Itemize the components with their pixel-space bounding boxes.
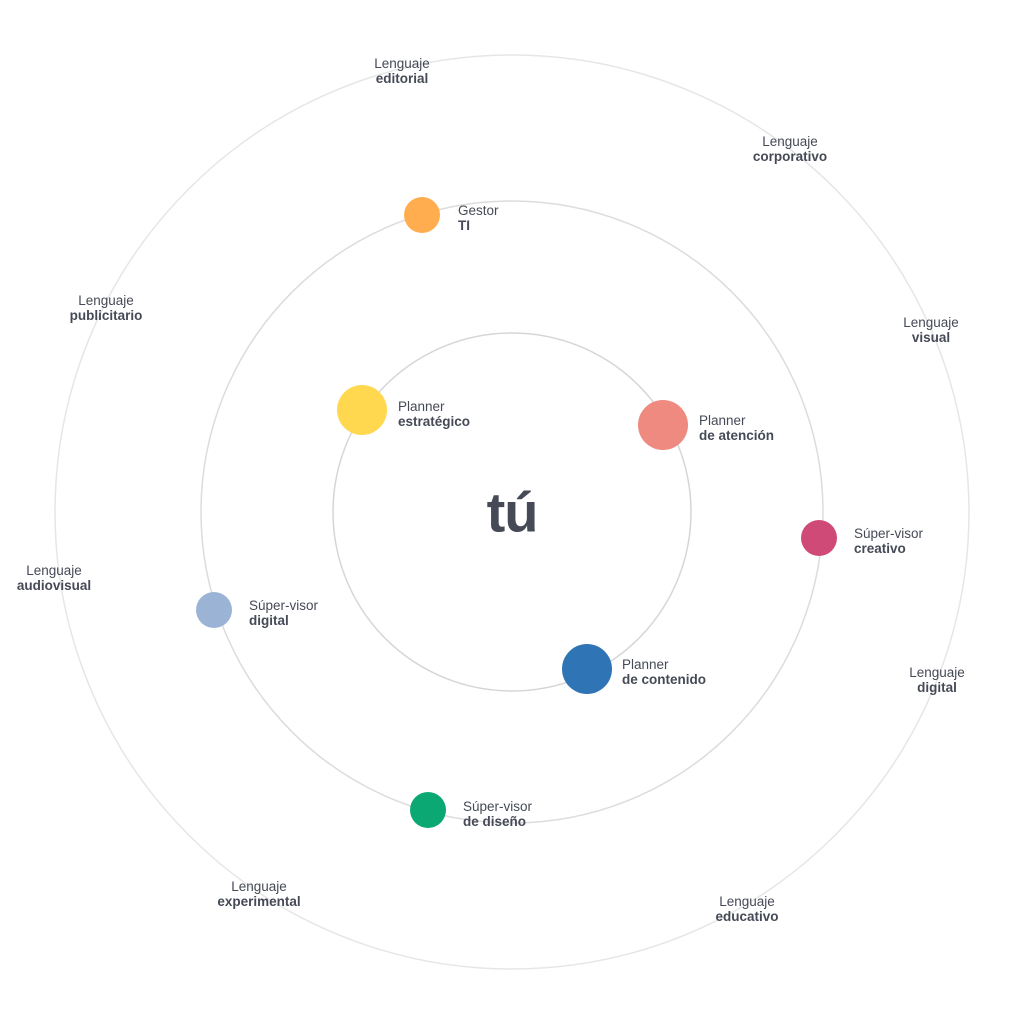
role-line1: Gestor xyxy=(458,203,499,218)
language-line2: educativo xyxy=(715,909,779,924)
role-line1: Súper-visor xyxy=(249,598,319,613)
role-dot xyxy=(337,385,387,435)
language-line1: Lenguaje xyxy=(719,894,775,909)
inner-ring xyxy=(332,332,692,692)
role-line2: de diseño xyxy=(463,814,527,829)
role-line2: de contenido xyxy=(622,672,706,687)
language-line2: publicitario xyxy=(69,308,143,323)
language-line1: Lenguaje xyxy=(231,879,287,894)
role-dot xyxy=(196,592,232,628)
role-dot xyxy=(801,520,837,556)
role-line1: Planner xyxy=(622,657,669,672)
language-line1: Lenguaje xyxy=(78,293,134,308)
role-line2: TI xyxy=(458,218,470,233)
language-line1: Lenguaje xyxy=(762,134,818,149)
role-line2: digital xyxy=(249,613,289,628)
language-line2: editorial xyxy=(375,71,429,86)
role-line2: de atención xyxy=(699,428,775,443)
role-line2: estratégico xyxy=(398,414,471,429)
language-line2: corporativo xyxy=(752,149,828,164)
role-line1: Súper-visor xyxy=(854,526,924,541)
language-line2: visual xyxy=(911,330,951,345)
language-line1: Lenguaje xyxy=(374,56,430,71)
role-dot xyxy=(404,197,440,233)
role-line1: Súper-visor xyxy=(463,799,533,814)
role-dot xyxy=(638,400,688,450)
role-dot xyxy=(562,644,612,694)
language-line1: Lenguaje xyxy=(26,563,82,578)
role-line2: creativo xyxy=(854,541,906,556)
language-line1: Lenguaje xyxy=(903,315,959,330)
role-dot xyxy=(410,792,446,828)
center-label: tú xyxy=(486,480,539,544)
language-line2: digital xyxy=(917,680,957,695)
language-line2: audiovisual xyxy=(16,578,92,593)
role-line1: Planner xyxy=(699,413,746,428)
language-line2: experimental xyxy=(217,894,301,909)
outer-ring xyxy=(54,54,970,970)
middle-ring xyxy=(200,200,824,824)
language-line1: Lenguaje xyxy=(909,665,965,680)
role-line1: Planner xyxy=(398,399,445,414)
